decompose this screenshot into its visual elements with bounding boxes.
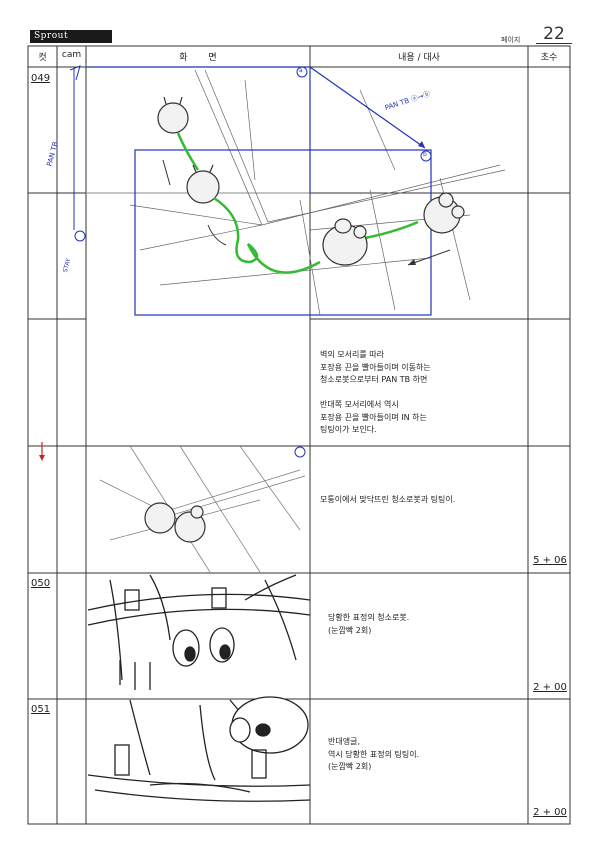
desc-line: 반대쪽 모서리에서 역시 [320, 400, 399, 409]
desc-line: 청소로봇으로부터 PAN TB 하면 [320, 375, 428, 384]
marker-a: a [299, 67, 303, 74]
desc-line: 포장용 끈을 빨아들이며 이동하는 [320, 362, 431, 372]
desc-line: 벽의 모서리를 따라 [320, 350, 384, 359]
marker-b: b [423, 151, 427, 158]
cut-number-051: 051 [31, 704, 51, 715]
green-string-3 [364, 220, 419, 240]
col-screen-header: 화 면 [179, 53, 217, 63]
desc-line: 팅팅이가 보인다. [320, 425, 377, 434]
duration-050: 2 + 00 [533, 682, 567, 693]
green-string-2 [213, 196, 321, 274]
panel-050-sketch [87, 574, 311, 690]
panel-049-description: 벽의 모서리를 따라 포장용 끈을 빨아들이며 이동하는 청소로봇으로부터 PA… [320, 349, 431, 437]
desc-line [320, 387, 431, 400]
tingting-right [423, 192, 465, 234]
robot-top [157, 96, 189, 134]
desc-line: 당황한 표정의 청소로봇. [328, 613, 410, 622]
pan-arrow [309, 66, 426, 149]
panel-049-sketch [87, 67, 506, 316]
marker-a-circle [296, 66, 308, 78]
col-content-header: 내용 / 대사 [398, 53, 440, 63]
green-string-1 [176, 132, 200, 171]
cut-number-049: 049 [31, 73, 51, 84]
robot-collide [144, 502, 206, 543]
desc-line: (눈깜빡 2회) [328, 762, 372, 771]
duration-049: 5 + 06 [533, 555, 567, 566]
cut-number-050: 050 [31, 578, 51, 589]
panel-051-sketch [87, 696, 311, 802]
camera-frame-b [134, 149, 432, 316]
desc-line: 포장용 끈을 빨아들이며 IN 하는 [320, 412, 427, 422]
tingting-left [322, 218, 368, 266]
desc-line: (눈깜빡 2회) [328, 625, 372, 635]
col-seconds-header: 초수 [540, 53, 558, 63]
desc-line: 반대앵글, [328, 737, 360, 746]
sprout-logo: Sprout [30, 30, 112, 43]
panel-051-description: 반대앵글, 역시 당황한 표정의 팅팅이. (눈깜빡 2회) [328, 736, 419, 774]
panel-050-description: 당황한 표정의 청소로봇. (눈깜빡 2회) [328, 612, 409, 637]
desc-line: 역시 당황한 표정의 팅팅이. [328, 749, 420, 759]
robot-bottom [186, 164, 220, 204]
page-label: 페이지 [501, 36, 521, 44]
duration-051: 2 + 00 [533, 807, 567, 818]
desc-line: 모퉁이에서 맞닥뜨린 청소로봇과 팅팅이. [320, 495, 456, 504]
page-number: 22 [536, 25, 572, 44]
col-cut-header: 컷 [38, 53, 47, 63]
col-cam-header: cam [61, 50, 82, 60]
marker-b-circle [420, 150, 432, 162]
panel-049b-description: 모퉁이에서 맞닥뜨린 청소로봇과 팅팅이. [320, 494, 455, 507]
